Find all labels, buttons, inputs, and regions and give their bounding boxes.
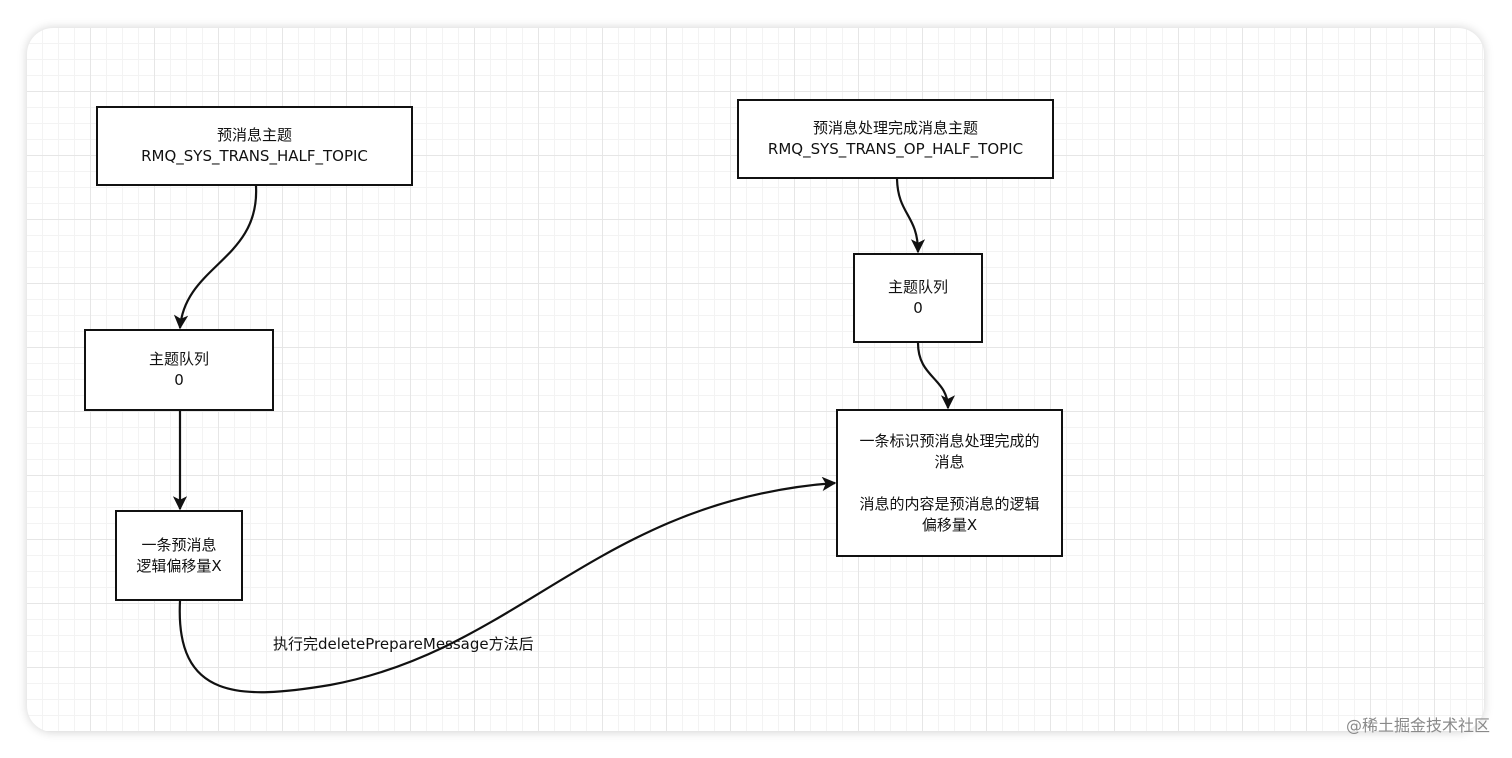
op-msg-line1: 一条标识预消息处理完成的 (859, 431, 1040, 450)
delete-edge-label: 执行完deletePrepareMessage方法后 (273, 635, 534, 653)
prepare-msg-offset: 逻辑偏移量X (136, 556, 222, 575)
half-topic-node: 预消息主题 RMQ_SYS_TRANS_HALF_TOPIC (96, 106, 413, 186)
prepare-msg-title: 一条预消息 (141, 535, 217, 554)
half-topic-name: RMQ_SYS_TRANS_HALF_TOPIC (141, 147, 368, 165)
op-topic-title: 预消息处理完成消息主题 (812, 119, 978, 137)
op-msg-line3: 消息的内容是预消息的逻辑 (859, 494, 1040, 513)
half-topic-title: 预消息主题 (216, 126, 292, 144)
right-queue-title: 主题队列 (887, 278, 948, 296)
prepare-msg-node: 一条预消息 逻辑偏移量X (115, 510, 243, 601)
op-msg-node: 一条标识预消息处理完成的 消息 消息的内容是预消息的逻辑 偏移量X (836, 409, 1063, 557)
right-queue-id: 0 (913, 299, 923, 317)
op-msg-line4: 偏移量X (921, 515, 978, 534)
left-queue-id: 0 (174, 371, 184, 389)
right-queue-node: 主题队列 0 (853, 253, 983, 343)
left-queue-title: 主题队列 (148, 350, 209, 368)
op-msg-line2: 消息 (934, 452, 965, 471)
op-topic-name: RMQ_SYS_TRANS_OP_HALF_TOPIC (767, 140, 1024, 158)
op-topic-node: 预消息处理完成消息主题 RMQ_SYS_TRANS_OP_HALF_TOPIC (737, 99, 1054, 179)
left-queue-node: 主题队列 0 (84, 329, 274, 411)
watermark: @稀土掘金技术社区 (1345, 716, 1490, 735)
